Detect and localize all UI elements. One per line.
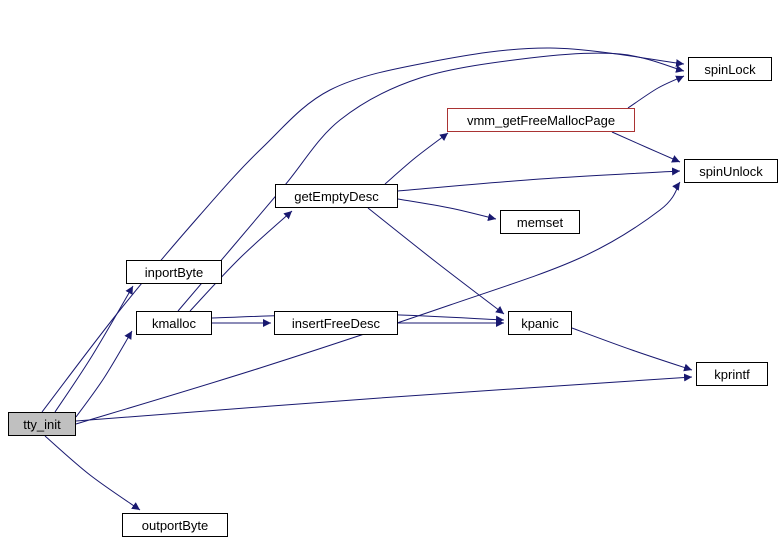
node-kpanic[interactable]: kpanic — [508, 311, 572, 335]
edge-kmalloc-to-getEmptyDesc — [189, 210, 293, 312]
node-kmalloc[interactable]: kmalloc — [136, 311, 212, 335]
node-vmm_getFreeMallocPage[interactable]: vmm_getFreeMallocPage — [447, 108, 635, 132]
node-spinLock[interactable]: spinLock — [688, 57, 772, 81]
node-tty_init: tty_init — [8, 412, 76, 436]
node-kprintf[interactable]: kprintf — [696, 362, 768, 386]
node-insertFreeDesc[interactable]: insertFreeDesc — [274, 311, 398, 335]
node-spinUnlock[interactable]: spinUnlock — [684, 159, 778, 183]
edge-tty_init-to-inportByte — [54, 285, 134, 413]
edge-getEmptyDesc-to-memset — [397, 198, 497, 222]
edge-tty_init-to-spinUnlock — [75, 181, 681, 425]
edge-tty_init-to-kmalloc — [75, 330, 133, 418]
edge-vmm_getFreeMallocPage-to-spinUnlock — [611, 131, 681, 163]
edge-getEmptyDesc-to-vmm_getFreeMallocPage — [384, 132, 449, 185]
edge-kmalloc-to-spinLock — [177, 52, 685, 312]
node-inportByte[interactable]: inportByte — [126, 260, 222, 284]
edge-tty_init-to-spinLock — [41, 47, 685, 413]
edge-tty_init-to-outportByte — [44, 435, 141, 511]
edge-getEmptyDesc-to-spinUnlock — [397, 167, 681, 192]
node-outportByte[interactable]: outportByte — [122, 513, 228, 537]
node-getEmptyDesc[interactable]: getEmptyDesc — [275, 184, 398, 208]
node-memset[interactable]: memset — [500, 210, 580, 234]
edge-getEmptyDesc-to-kpanic — [367, 207, 505, 315]
edge-tty_init-to-kprintf — [75, 373, 693, 422]
edge-vmm_getFreeMallocPage-to-spinLock — [627, 75, 685, 109]
edge-kpanic-to-kprintf — [571, 327, 693, 372]
